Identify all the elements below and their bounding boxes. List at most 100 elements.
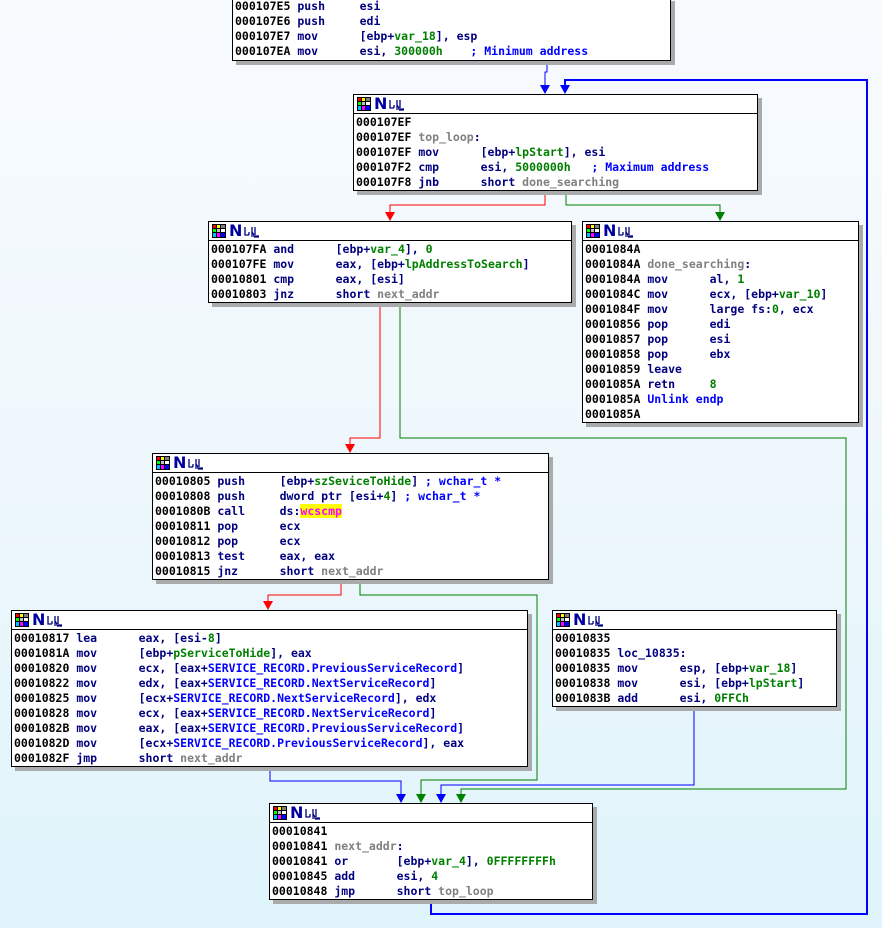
graph-overview-icon[interactable] bbox=[388, 97, 406, 111]
color-grid-icon[interactable] bbox=[156, 456, 170, 470]
edge-next_addr-to-top_loop[interactable] bbox=[430, 79, 868, 915]
variable-ref[interactable]: var_10 bbox=[778, 287, 821, 301]
variable-ref[interactable]: var_4 bbox=[431, 854, 466, 868]
asm-line[interactable]: 0001085A Unlink endp bbox=[585, 392, 856, 407]
asm-line[interactable]: 000107FE mov eax, [ebp+lpAddressToSearch… bbox=[211, 257, 569, 272]
edge-entry-to-top_loop[interactable] bbox=[544, 59, 548, 90]
branch-target-link[interactable]: next_addr bbox=[321, 564, 384, 578]
asm-line[interactable]: 0001084C mov ecx, [ebp+var_10] bbox=[585, 287, 856, 302]
branch-target-link[interactable]: done_searching bbox=[522, 175, 620, 189]
color-grid-icon[interactable] bbox=[357, 97, 371, 111]
asm-line[interactable]: 00010859 leave bbox=[585, 362, 856, 377]
edge-wcscmp-to-unlink[interactable] bbox=[267, 578, 342, 606]
variable-ref[interactable]: var_18 bbox=[748, 661, 791, 675]
node-n-icon[interactable]: N bbox=[573, 610, 587, 629]
edge-wcscmp-to-next_addr[interactable] bbox=[359, 578, 538, 799]
asm-line[interactable]: 000107FA and [ebp+var_4], 0 bbox=[211, 242, 569, 257]
color-grid-icon[interactable] bbox=[15, 613, 29, 627]
asm-line[interactable]: 00010820 mov ecx, [eax+SERVICE_RECORD.Pr… bbox=[14, 661, 525, 676]
code-label[interactable]: top_loop bbox=[418, 130, 474, 144]
asm-line[interactable]: 00010835 bbox=[555, 631, 834, 646]
variable-ref[interactable]: lpAddressToSearch bbox=[404, 257, 523, 271]
asm-line[interactable]: 00010812 pop ecx bbox=[155, 534, 546, 549]
node-n-icon[interactable]: N bbox=[229, 221, 243, 240]
asm-line[interactable]: 0001084A bbox=[585, 242, 856, 257]
asm-line[interactable]: 000107F2 cmp esi, 5000000h ; Maximum add… bbox=[356, 160, 755, 175]
variable-ref[interactable]: lpStart bbox=[748, 676, 798, 690]
struct-field-ref[interactable]: SERVICE_RECORD.NextServiceRecord bbox=[207, 676, 430, 690]
asm-line[interactable]: 000107E5 push esi bbox=[235, 0, 668, 14]
asm-line[interactable]: 00010835 loc_10835: bbox=[555, 646, 834, 661]
asm-line[interactable]: 000107EF mov [ebp+lpStart], esi bbox=[356, 145, 755, 160]
variable-ref[interactable]: lpStart bbox=[515, 145, 564, 159]
code-label[interactable]: done_searching bbox=[647, 257, 745, 271]
color-grid-icon[interactable] bbox=[212, 224, 226, 238]
asm-line[interactable]: 000107F8 jnb short done_searching bbox=[356, 175, 755, 190]
edge-unlink-to-next_addr[interactable] bbox=[269, 765, 402, 799]
asm-line[interactable]: 00010828 mov ecx, [eax+SERVICE_RECORD.Ne… bbox=[14, 706, 525, 721]
graph-overview-icon[interactable] bbox=[187, 456, 205, 470]
asm-line[interactable]: 00010841 bbox=[272, 824, 590, 839]
asm-line[interactable]: 0001082D mov [ecx+SERVICE_RECORD.Previou… bbox=[14, 736, 525, 751]
struct-field-ref[interactable]: SERVICE_RECORD.NextServiceRecord bbox=[207, 706, 430, 720]
import-ref[interactable]: wcscmp bbox=[300, 504, 342, 518]
asm-line[interactable]: 000107EF top_loop: bbox=[356, 130, 755, 145]
code-label[interactable]: next_addr bbox=[334, 839, 397, 853]
asm-line[interactable]: 00010815 jnz short next_addr bbox=[155, 564, 546, 579]
graph-overview-icon[interactable] bbox=[304, 806, 322, 820]
block-next-addr[interactable]: N 00010841 00010841 next_addr:00010841 or… bbox=[269, 803, 593, 900]
graph-overview-icon[interactable] bbox=[243, 224, 261, 238]
edge-compare-to-wcscmp[interactable] bbox=[349, 301, 381, 449]
branch-target-link[interactable]: top_loop bbox=[438, 884, 494, 898]
edge-top_loop-to-done_searching[interactable] bbox=[565, 189, 721, 217]
branch-target-link[interactable]: next_addr bbox=[377, 287, 440, 301]
node-n-icon[interactable]: N bbox=[290, 803, 304, 822]
edge-top_loop-to-compare[interactable] bbox=[389, 189, 546, 217]
asm-line[interactable]: 00010817 lea eax, [esi-8] bbox=[14, 631, 525, 646]
asm-line[interactable]: 00010857 pop esi bbox=[585, 332, 856, 347]
asm-line[interactable]: 0001085A bbox=[585, 407, 856, 422]
asm-line[interactable]: 0001083B add esi, 0FFCh bbox=[555, 691, 834, 706]
asm-line[interactable]: 0001084A mov al, 1 bbox=[585, 272, 856, 287]
asm-line[interactable]: 0001084F mov large fs:0, ecx bbox=[585, 302, 856, 317]
asm-line[interactable]: 00010845 add esi, 4 bbox=[272, 869, 590, 884]
asm-line[interactable]: 00010841 or [ebp+var_4], 0FFFFFFFFh bbox=[272, 854, 590, 869]
struct-field-ref[interactable]: SERVICE_RECORD.NextServiceRecord bbox=[173, 691, 395, 705]
asm-line[interactable]: 00010841 next_addr: bbox=[272, 839, 590, 854]
asm-line[interactable]: 0001082F jmp short next_addr bbox=[14, 751, 525, 766]
asm-line[interactable]: 0001085A retn 8 bbox=[585, 377, 856, 392]
struct-field-ref[interactable]: SERVICE_RECORD.PreviousServiceRecord bbox=[207, 661, 458, 675]
color-grid-icon[interactable] bbox=[556, 613, 570, 627]
asm-line[interactable]: 0001081A mov [ebp+pServiceToHide], eax bbox=[14, 646, 525, 661]
asm-line[interactable]: 000107E7 mov [ebp+var_18], esp bbox=[235, 29, 668, 44]
asm-line[interactable]: 00010805 push [ebp+szSeviceToHide] ; wch… bbox=[155, 474, 546, 489]
asm-line[interactable]: 00010801 cmp eax, [esi] bbox=[211, 272, 569, 287]
asm-line[interactable]: 0001080B call ds:wcscmp bbox=[155, 504, 546, 519]
color-grid-icon[interactable] bbox=[273, 806, 287, 820]
asm-line[interactable]: 00010848 jmp short top_loop bbox=[272, 884, 590, 899]
graph-overview-icon[interactable] bbox=[587, 613, 605, 627]
edge-compare-to-next_addr[interactable] bbox=[399, 301, 847, 799]
asm-line[interactable]: 00010822 mov edx, [eax+SERVICE_RECORD.Ne… bbox=[14, 676, 525, 691]
branch-target-link[interactable]: next_addr bbox=[180, 751, 243, 765]
variable-ref[interactable]: szSeviceToHide bbox=[314, 474, 412, 488]
asm-line[interactable]: 00010835 mov esp, [ebp+var_18] bbox=[555, 661, 834, 676]
graph-overview-icon[interactable] bbox=[617, 224, 635, 238]
asm-line[interactable]: 00010803 jnz short next_addr bbox=[211, 287, 569, 302]
asm-line[interactable]: 000107EF bbox=[356, 115, 755, 130]
asm-line[interactable]: 00010825 mov [ecx+SERVICE_RECORD.NextSer… bbox=[14, 691, 525, 706]
asm-line[interactable]: 0001082B mov eax, [eax+SERVICE_RECORD.Pr… bbox=[14, 721, 525, 736]
asm-line[interactable]: 00010856 pop edi bbox=[585, 317, 856, 332]
color-grid-icon[interactable] bbox=[586, 224, 600, 238]
graph-overview-icon[interactable] bbox=[46, 613, 64, 627]
asm-line[interactable]: 000107E6 push edi bbox=[235, 14, 668, 29]
struct-field-ref[interactable]: SERVICE_RECORD.PreviousServiceRecord bbox=[207, 721, 458, 735]
asm-line[interactable]: 00010808 push dword ptr [esi+4] ; wchar_… bbox=[155, 489, 546, 504]
edge-loc_10835-to-next_addr[interactable] bbox=[440, 705, 695, 799]
